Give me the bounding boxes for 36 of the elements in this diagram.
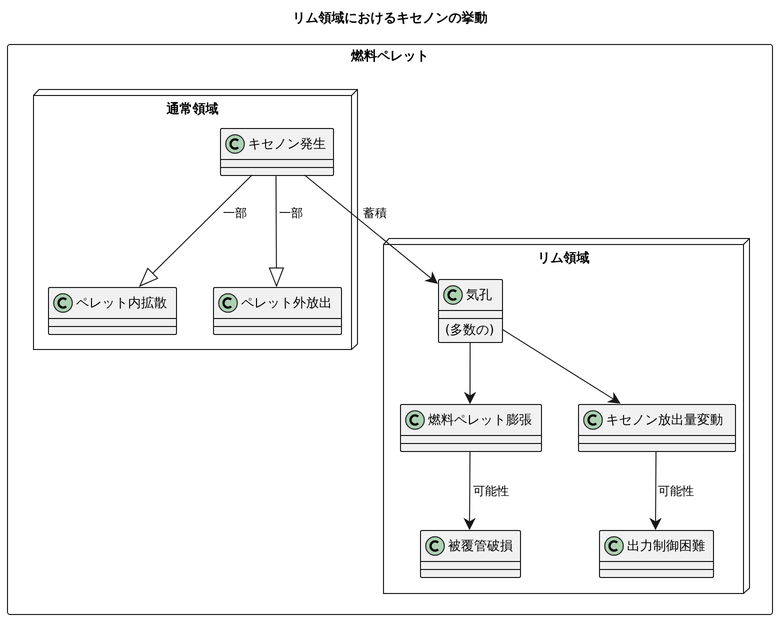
class-name: 被覆管破損 xyxy=(448,538,513,555)
class-box xyxy=(599,530,714,578)
node-box xyxy=(383,238,750,594)
arrow xyxy=(464,342,476,404)
class-name: キセノン発生 xyxy=(248,136,326,153)
edge-label: 一部 xyxy=(222,206,248,220)
edge-label: 可能性 xyxy=(472,484,510,498)
package-frame xyxy=(7,44,773,615)
node-title: リム領域 xyxy=(538,250,590,267)
class-name: 出力制御困難 xyxy=(627,538,705,555)
arrow xyxy=(304,174,438,284)
class-method: (多数の) xyxy=(444,322,496,340)
class-name: 燃料ペレット膨張 xyxy=(428,412,532,429)
class-box xyxy=(578,404,736,452)
class-box xyxy=(220,128,334,176)
package-title: 燃料ペレット xyxy=(351,48,429,65)
edge-label: 可能性 xyxy=(657,484,695,498)
arrow xyxy=(268,174,284,286)
node-title: 通常領域 xyxy=(166,101,218,118)
diagram-title: リム領域におけるキセノンの挙動 xyxy=(292,11,488,26)
class-box xyxy=(48,287,177,335)
class-name: ペレット内拡散 xyxy=(76,295,167,312)
edge-label: 蓄積 xyxy=(362,206,388,220)
arrow xyxy=(139,174,253,286)
class-box xyxy=(400,404,542,452)
class-box xyxy=(213,287,342,335)
class-name: キセノン放出量変動 xyxy=(606,412,723,429)
class-box xyxy=(420,530,521,578)
arrow xyxy=(650,450,662,530)
class-name: ペレット外放出 xyxy=(241,295,332,312)
class-name: 気孔 xyxy=(466,287,492,304)
arrow xyxy=(502,328,620,404)
edge-label: 一部 xyxy=(278,206,304,220)
class-box xyxy=(438,279,503,343)
node-box xyxy=(33,89,358,350)
arrow xyxy=(464,450,476,530)
